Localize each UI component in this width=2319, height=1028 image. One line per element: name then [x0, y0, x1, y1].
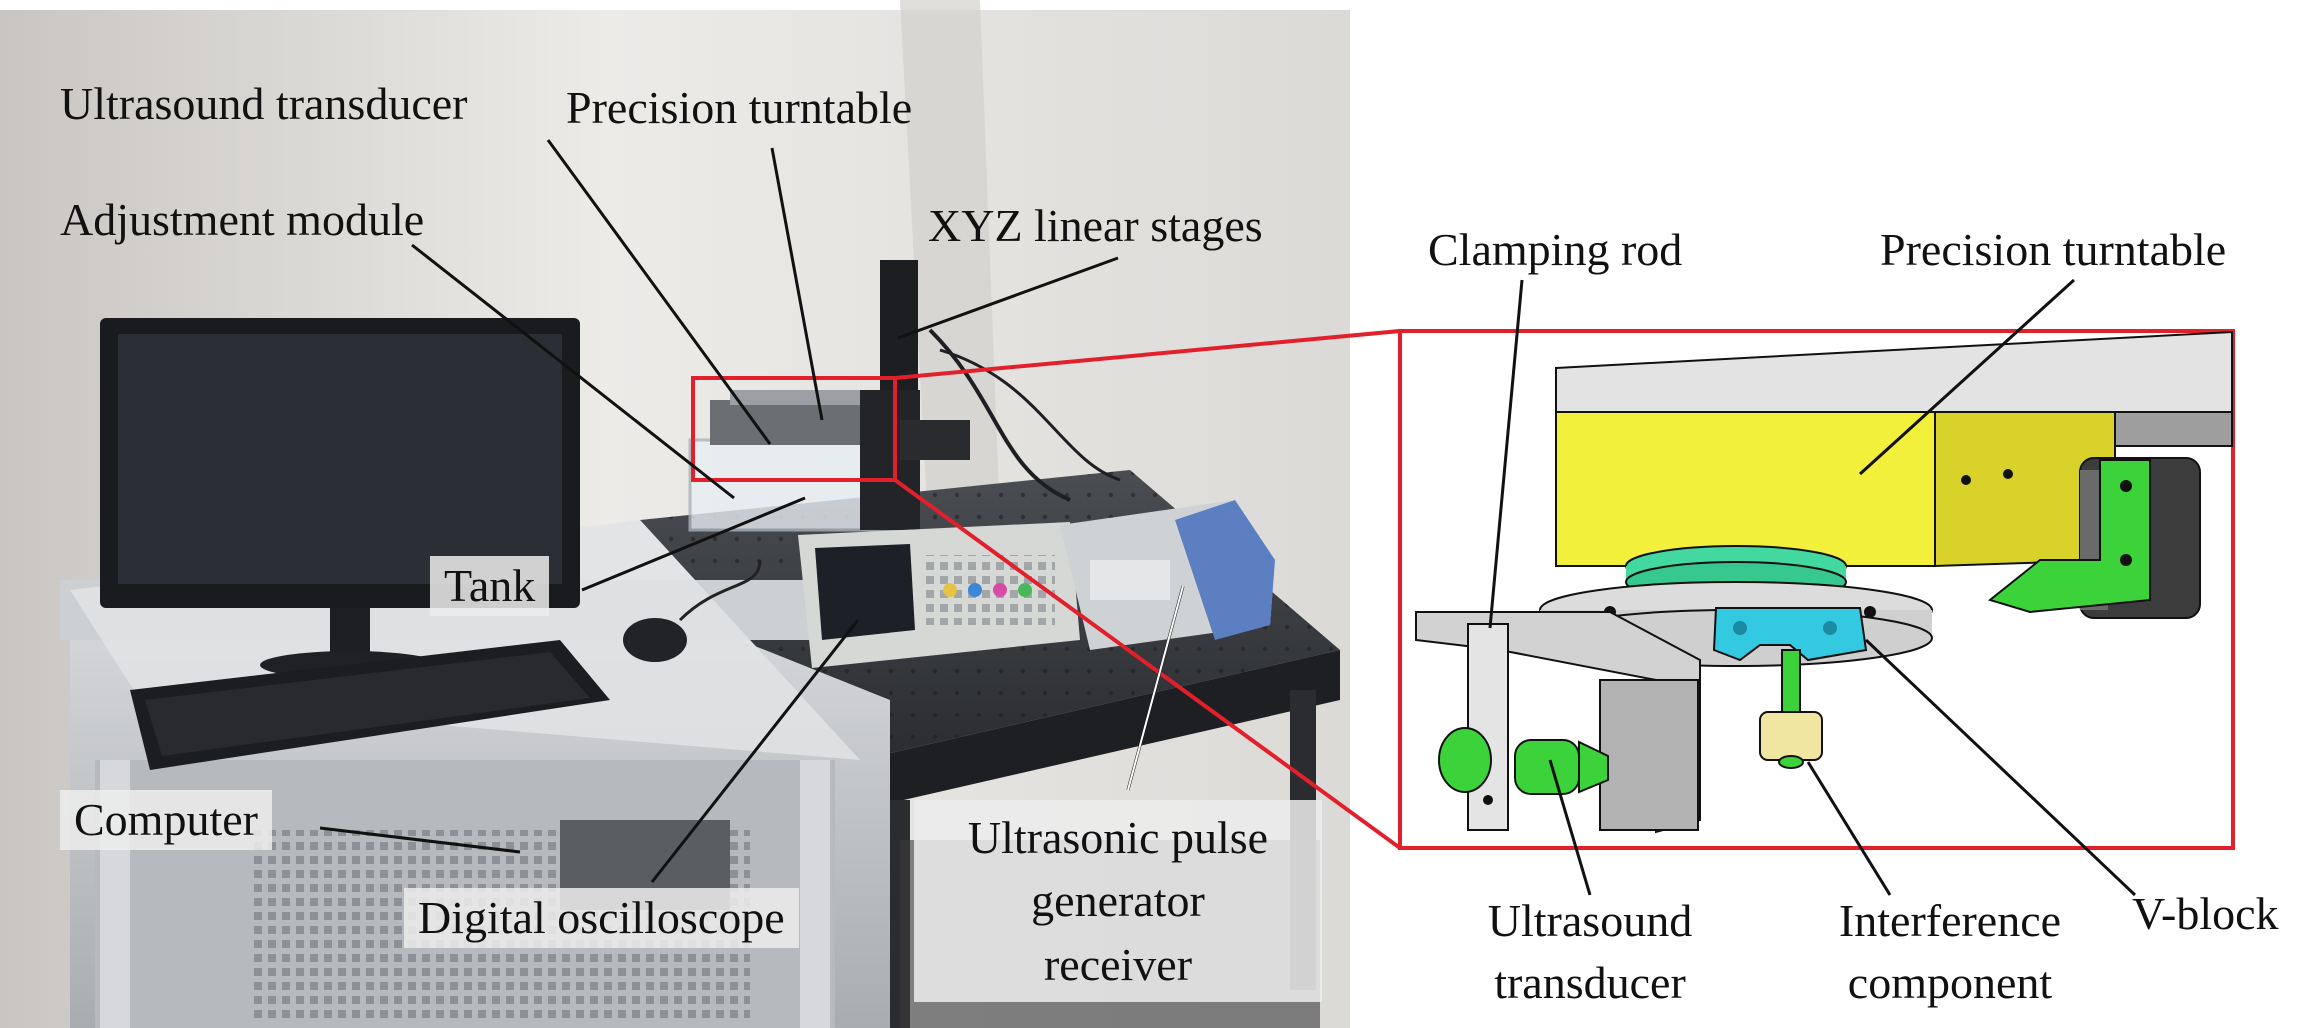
- leader-interference: [1806, 761, 1892, 896]
- leader-adjustment-module: [411, 243, 735, 500]
- interference-component: [1759, 711, 1823, 761]
- label-xyz-linear-stages: XYZ linear stages: [928, 200, 1263, 251]
- label-pulse-generator-line1: Ultrasonic pulse: [967, 812, 1269, 863]
- turntable-body: [1555, 411, 1936, 567]
- xyz-stage-tower: [880, 260, 918, 410]
- label-ultrasound-transducer-cad: Ultrasound transducer: [1440, 890, 1740, 1014]
- mouse: [623, 618, 687, 662]
- label-interference-component: Interference component: [1800, 890, 2100, 1014]
- leader-precision-turntable-cad: [1858, 278, 2076, 476]
- transducer-right: [1514, 739, 1580, 795]
- interference-shaft: [1781, 649, 1801, 721]
- label-interference-line1: Interference: [1838, 895, 2062, 946]
- leader-precision-turntable-photo: [770, 147, 824, 421]
- motor-bracket: [1987, 459, 2151, 614]
- label-ultrasound-transducer-cad-line1: Ultrasound: [1487, 895, 1693, 946]
- label-pulse-generator: Ultrasonic pulse generator receiver: [914, 800, 1322, 1003]
- label-v-block: V-block: [2132, 888, 2279, 939]
- leader-clamping-rod: [1488, 279, 1524, 629]
- label-precision-turntable-cad: Precision turntable: [1880, 224, 2227, 275]
- photo-highlight-box: [691, 376, 897, 482]
- v-block: [1712, 607, 1868, 662]
- leader-ultrasound-transducer: [546, 139, 772, 445]
- label-computer: Computer: [60, 790, 272, 851]
- label-ultrasound-transducer: Ultrasound transducer: [60, 78, 468, 129]
- zoom-projection-bottom: [893, 478, 1402, 850]
- label-interference-line2: component: [1847, 957, 2053, 1009]
- leader-ultrasound-transducer-cad: [1548, 759, 1592, 896]
- label-ultrasound-transducer-cad-line2: transducer: [1494, 957, 1686, 1009]
- leader-xyz-stages: [897, 256, 1119, 340]
- leader-oscilloscope: [650, 619, 860, 883]
- leader-tank: [581, 496, 806, 592]
- label-tank: Tank: [430, 556, 550, 617]
- leader-computer: [319, 826, 521, 854]
- label-pulse-generator-line2: generator: [1031, 875, 1205, 927]
- label-pulse-generator-line3: receiver: [1043, 938, 1193, 990]
- clamping-frame: [1415, 611, 1701, 834]
- label-clamping-rod: Clamping rod: [1428, 224, 1683, 275]
- leader-v-block: [1864, 638, 2137, 897]
- label-digital-oscilloscope: Digital oscilloscope: [404, 888, 799, 949]
- label-precision-turntable-photo: Precision turntable: [566, 82, 913, 133]
- label-adjustment-module: Adjustment module: [60, 194, 425, 245]
- zoom-projection-top: [894, 329, 1401, 380]
- transducer-left: [1438, 727, 1492, 793]
